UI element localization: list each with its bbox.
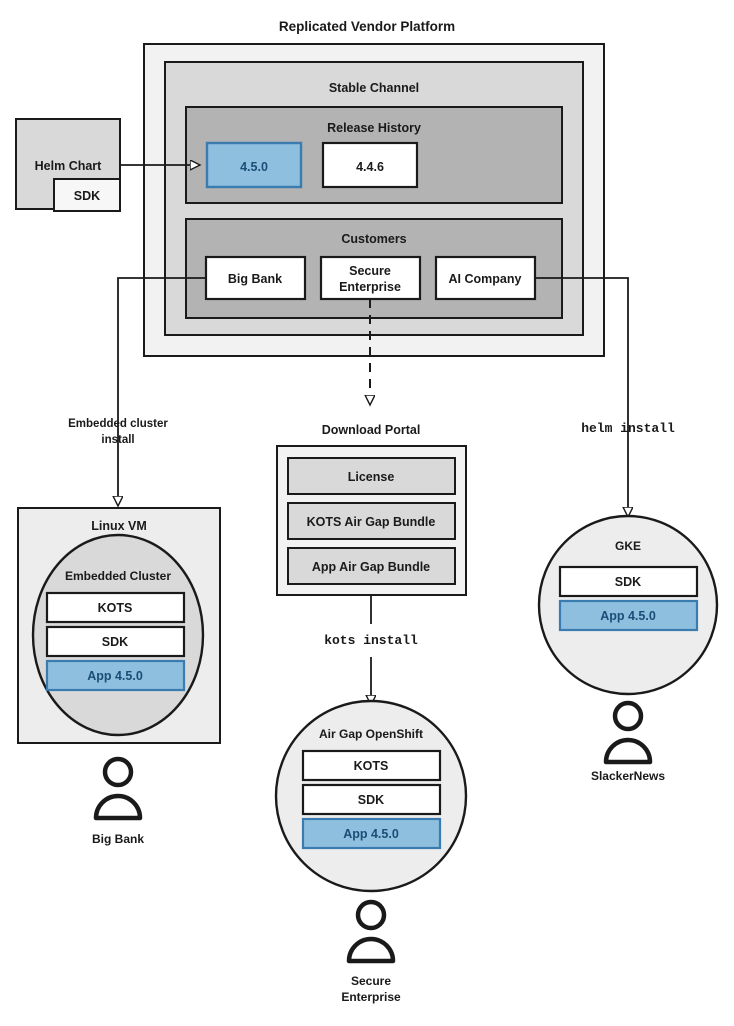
portal-artifact-label: KOTS Air Gap Bundle <box>307 515 436 529</box>
connector-label-kots-install: kots install <box>324 633 418 648</box>
component-box-app[interactable] <box>301 817 442 850</box>
target-air-gap-openshift-title: Air Gap OpenShift <box>319 727 423 741</box>
helm-chart-sdk-box[interactable] <box>53 178 121 212</box>
connector-label-helm-install: helm install <box>581 421 675 436</box>
portal-artifact-label: App Air Gap Bundle <box>312 560 430 574</box>
connector-label-embedded-line1: Embedded cluster <box>68 418 168 430</box>
release-box-4-4-6[interactable] <box>321 141 419 189</box>
component-box-app[interactable] <box>45 659 186 692</box>
portal-artifact-app-air-gap-bundle[interactable] <box>287 547 456 585</box>
release-history-title: Release History <box>327 121 421 135</box>
component-box-sdk[interactable] <box>301 783 442 816</box>
page-title: Replicated Vendor Platform <box>279 19 455 34</box>
connector-ai-company-to-gke <box>535 277 629 455</box>
customer-box-secure-enterprise[interactable] <box>319 255 422 301</box>
connector-big-bank-to-linux-vm <box>117 277 206 455</box>
component-label: App 4.5.0 <box>343 827 399 841</box>
component-box-kots[interactable] <box>301 749 442 782</box>
component-box-app[interactable] <box>558 599 699 632</box>
helm-chart-label: Helm Chart <box>35 159 103 173</box>
customer-label: AI Company <box>449 272 522 286</box>
embedded-cluster-title: Embedded Cluster <box>65 569 171 583</box>
release-version-label: 4.5.0 <box>240 160 268 174</box>
customer-label: Big Bank <box>228 272 282 286</box>
component-label: SDK <box>615 575 641 589</box>
connector-label-embedded-line2: install <box>101 434 134 446</box>
customer-label-line2: Enterprise <box>339 280 401 294</box>
persona-label-secure-enterprise-line1: Secure <box>351 974 391 988</box>
component-label: App 4.5.0 <box>87 669 143 683</box>
portal-artifact-kots-air-gap-bundle[interactable] <box>287 502 456 540</box>
component-label: SDK <box>358 793 384 807</box>
component-label: SDK <box>102 635 128 649</box>
persona-icon-secure-enterprise <box>346 899 396 964</box>
portal-artifact-label: License <box>348 470 395 484</box>
target-gke-title: GKE <box>615 539 641 553</box>
persona-label-secure-enterprise-line2: Enterprise <box>341 990 401 1004</box>
persona-icon-big-bank <box>93 756 143 821</box>
component-box-sdk[interactable] <box>45 625 186 658</box>
release-version-label: 4.4.6 <box>356 160 384 174</box>
target-linux-vm-title: Linux VM <box>91 519 147 533</box>
persona-icon-slackernews <box>603 700 653 765</box>
component-box-sdk[interactable] <box>558 565 699 598</box>
persona-label-slackernews: SlackerNews <box>591 769 665 783</box>
customer-box-ai-company[interactable] <box>434 255 537 301</box>
customer-box-big-bank[interactable] <box>204 255 307 301</box>
helm-chart-sdk-label: SDK <box>74 189 100 203</box>
component-box-kots[interactable] <box>45 591 186 624</box>
customer-label-line1: Secure <box>349 264 391 278</box>
portal-artifact-license[interactable] <box>287 457 456 495</box>
component-label: KOTS <box>98 601 133 615</box>
component-label: KOTS <box>354 759 389 773</box>
persona-label-big-bank: Big Bank <box>92 832 144 846</box>
download-portal-title: Download Portal <box>322 423 421 437</box>
component-label: App 4.5.0 <box>600 609 656 623</box>
stable-channel-title: Stable Channel <box>329 81 419 95</box>
customers-title: Customers <box>341 232 406 246</box>
release-box-4-5-0[interactable] <box>205 141 303 189</box>
